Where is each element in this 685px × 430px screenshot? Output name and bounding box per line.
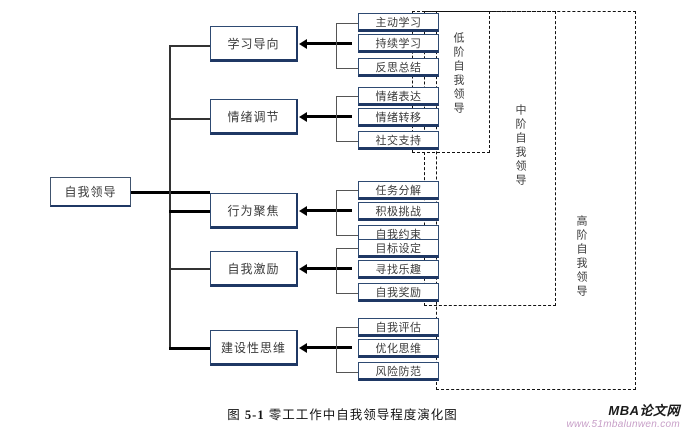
watermark: MBA论文网 www.51mbalunwen.com — [505, 400, 680, 430]
node-leaf-2-1[interactable]: 积极挑战 — [358, 202, 439, 221]
bracket-group-0 — [336, 23, 337, 69]
bracket-stub-4-2 — [336, 372, 359, 373]
connector-trunk-cat-0 — [169, 45, 211, 47]
arrow-group-4 — [299, 343, 307, 353]
node-category-0[interactable]: 学习导向 — [210, 26, 298, 62]
figure-caption: 图 5-1 零工工作中自我领导程度演化图 — [0, 404, 685, 423]
node-category-4[interactable]: 建设性思维 — [210, 330, 298, 366]
node-category-2[interactable]: 行为聚焦 — [210, 193, 298, 229]
tier-label-high: 高阶自我领导 — [575, 215, 587, 299]
node-leaf-4-1[interactable]: 优化思维 — [358, 339, 439, 358]
bracket-stub-1-2 — [336, 141, 359, 142]
arrow-group-0 — [299, 39, 307, 49]
connector-arrow-group-0 — [306, 42, 352, 45]
caption-text: 零工工作中自我领导程度演化图 — [268, 408, 458, 422]
node-leaf-4-0[interactable]: 自我评估 — [358, 318, 439, 337]
node-leaf-1-1[interactable]: 情绪转移 — [358, 108, 439, 127]
connector-trunk-cat-4 — [169, 347, 211, 350]
watermark-brand: MBA论文网 — [608, 403, 680, 418]
node-category-1[interactable]: 情绪调节 — [210, 99, 298, 135]
arrow-group-1 — [299, 112, 307, 122]
node-leaf-0-2[interactable]: 反思总结 — [358, 58, 439, 77]
bracket-stub-0-2 — [336, 68, 359, 69]
connector-arrow-group-3 — [306, 267, 352, 270]
node-root[interactable]: 自我领导 — [50, 177, 131, 207]
connector-arrow-group-2 — [306, 209, 352, 212]
caption-number: 5-1 — [244, 408, 265, 422]
connector-trunk-cat-2 — [169, 210, 211, 213]
node-leaf-3-2[interactable]: 自我奖励 — [358, 283, 439, 302]
bracket-stub-3-0 — [336, 248, 359, 249]
connector-arrow-group-4 — [306, 346, 352, 349]
arrow-group-2 — [299, 206, 307, 216]
tier-label-mid: 中阶自我领导 — [514, 104, 526, 188]
bracket-group-3 — [336, 248, 337, 294]
arrow-group-3 — [299, 264, 307, 274]
connector-arrow-group-1 — [306, 115, 352, 118]
bracket-group-2 — [336, 190, 337, 236]
bracket-stub-1-0 — [336, 96, 359, 97]
bracket-group-1 — [336, 96, 337, 142]
bracket-stub-3-2 — [336, 293, 359, 294]
watermark-url: www.51mbalunwen.com — [566, 419, 680, 430]
bracket-stub-2-2 — [336, 235, 359, 236]
connector-trunk — [169, 45, 171, 348]
node-category-3[interactable]: 自我激励 — [210, 251, 298, 287]
bracket-stub-4-0 — [336, 327, 359, 328]
bracket-group-4 — [336, 327, 337, 373]
tier-box-high — [436, 11, 636, 390]
connector-trunk-cat-3 — [169, 268, 211, 270]
node-leaf-2-0[interactable]: 任务分解 — [358, 181, 439, 200]
bracket-stub-0-0 — [336, 23, 359, 24]
node-leaf-0-1[interactable]: 持续学习 — [358, 34, 439, 53]
node-leaf-1-2[interactable]: 社交支持 — [358, 131, 439, 150]
node-leaf-4-2[interactable]: 风险防范 — [358, 362, 439, 381]
bracket-stub-2-0 — [336, 190, 359, 191]
connector-trunk-cat-1 — [169, 118, 211, 120]
caption-prefix: 图 — [227, 408, 241, 422]
node-leaf-1-0[interactable]: 情绪表达 — [358, 87, 439, 106]
node-leaf-3-0[interactable]: 目标设定 — [358, 239, 439, 258]
node-leaf-0-0[interactable]: 主动学习 — [358, 13, 439, 32]
node-leaf-3-1[interactable]: 寻找乐趣 — [358, 260, 439, 279]
tier-label-low: 低阶自我领导 — [452, 32, 464, 116]
